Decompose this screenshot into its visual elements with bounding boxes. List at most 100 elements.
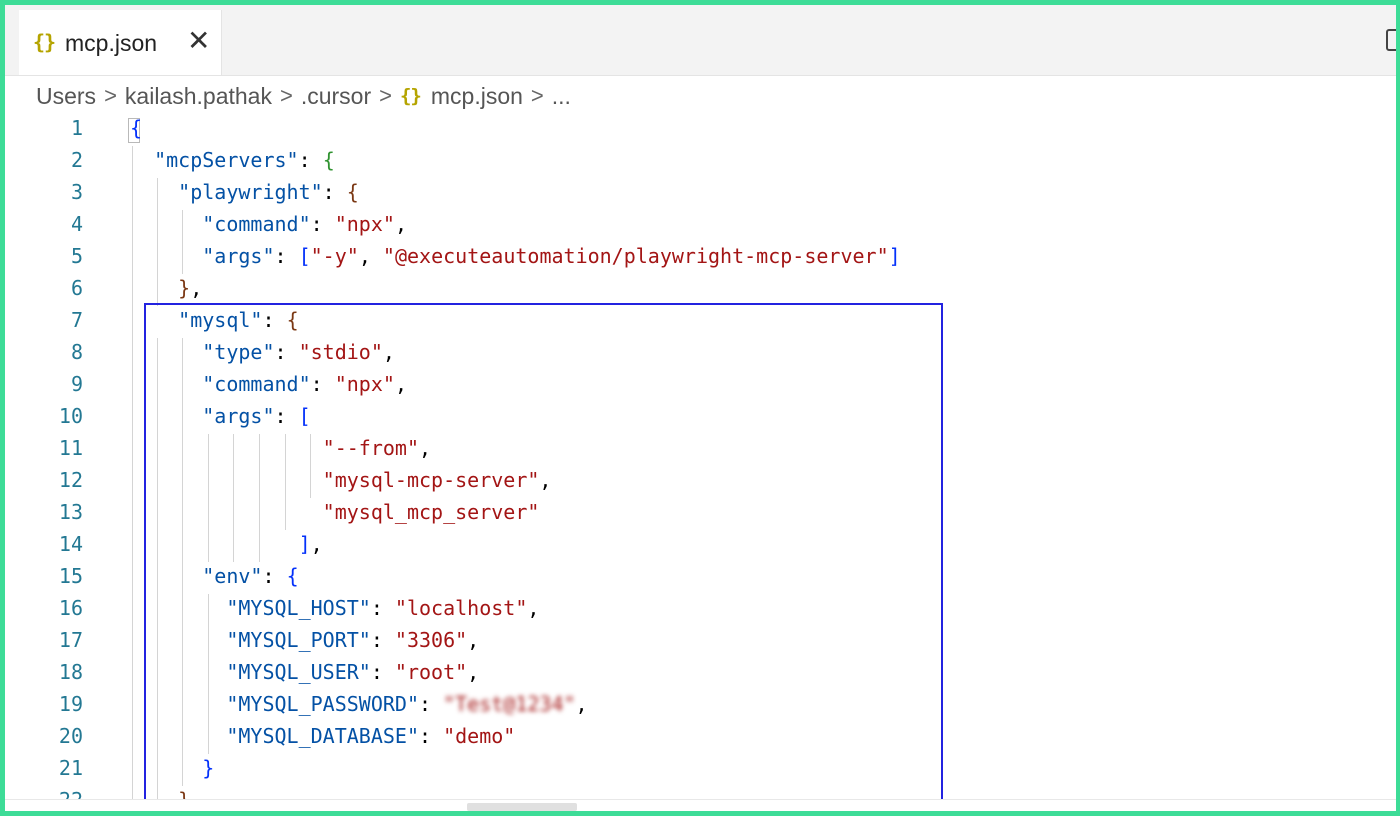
line-number: 12	[58, 468, 83, 492]
code-line: 8 "type": "stdio",	[5, 338, 1396, 370]
line-number: 3	[70, 180, 83, 204]
code-line: 17 "MYSQL_PORT": "3306",	[5, 626, 1396, 658]
line-number: 2	[70, 148, 83, 172]
code-text: "--from",	[322, 436, 432, 460]
indent-guide	[208, 434, 209, 562]
line-number: 10	[58, 404, 83, 428]
code-text: "args": ["-y", "@executeautomation/playw…	[202, 244, 901, 268]
indent-guide	[157, 178, 158, 306]
line-number: 13	[58, 500, 83, 524]
line-number: 15	[58, 564, 83, 588]
indent-guide	[182, 210, 183, 274]
horizontal-scrollbar[interactable]	[5, 799, 1396, 811]
code-text: "type": "stdio",	[202, 340, 395, 364]
line-number: 6	[70, 276, 83, 300]
scrollbar-thumb[interactable]	[467, 803, 577, 811]
redacted-password: "Test@1234"	[443, 692, 576, 716]
breadcrumb-item-users[interactable]: Users	[36, 82, 97, 109]
json-braces-icon: {}	[399, 85, 422, 107]
code-line: 2 "mcpServers": {	[5, 146, 1396, 178]
code-text: "command": "npx",	[202, 372, 407, 396]
tab-bar: {} mcp.json ✕	[5, 5, 1396, 76]
indent-guide	[208, 594, 209, 754]
line-number: 11	[58, 436, 83, 460]
breadcrumb-item-user[interactable]: kailash.pathak	[124, 82, 272, 109]
line-number: 17	[58, 628, 83, 652]
line-number: 4	[70, 212, 83, 236]
line-number: 22	[5, 788, 83, 799]
code-line: 13 "mysql_mcp_server"	[5, 498, 1396, 530]
split-editor-icon[interactable]	[1386, 29, 1396, 51]
code-text: "MYSQL_HOST": "localhost",	[226, 596, 540, 620]
code-text: }	[130, 788, 190, 799]
breadcrumb-item-ellipsis[interactable]: ...	[551, 82, 571, 109]
line-number: 8	[70, 340, 83, 364]
code-line: 1 {	[5, 114, 1396, 146]
code-text: "mysql-mcp-server",	[322, 468, 552, 492]
code-text: "command": "npx",	[202, 212, 407, 236]
code-line: 20 "MYSQL_DATABASE": "demo"	[5, 722, 1396, 754]
code-line: 19 "MYSQL_PASSWORD": "Test@1234",	[5, 690, 1396, 722]
chevron-right-icon: >	[530, 83, 544, 108]
line-number: 18	[58, 660, 83, 684]
code-line: 18 "MYSQL_USER": "root",	[5, 658, 1396, 690]
chevron-right-icon: >	[379, 83, 392, 108]
code-line: 5 "args": ["-y", "@executeautomation/pla…	[5, 242, 1396, 274]
close-icon[interactable]: ✕	[187, 25, 211, 56]
code-line: 9 "command": "npx",	[5, 370, 1396, 402]
breadcrumb-item-file[interactable]: mcp.json	[430, 82, 523, 109]
line-number: 16	[58, 596, 83, 620]
tab-mcp-json[interactable]: {} mcp.json ✕	[19, 10, 222, 75]
line-number: 14	[58, 532, 83, 556]
line-number: 20	[58, 724, 83, 748]
indent-guide	[259, 434, 260, 562]
code-editor[interactable]: 1 { 2 "mcpServers": { 3 "playwright": { …	[5, 114, 1396, 799]
bracket-match-highlight	[128, 118, 140, 143]
breadcrumb: Users > kailash.pathak > .cursor > {} mc…	[36, 81, 571, 111]
code-text: }	[202, 756, 215, 780]
indent-guide	[132, 146, 133, 799]
indent-guide	[233, 434, 234, 562]
code-line: 15 "env": {	[5, 562, 1396, 594]
code-line: 11 "--from",	[5, 434, 1396, 466]
line-number: 7	[70, 308, 83, 332]
code-line: 16 "MYSQL_HOST": "localhost",	[5, 594, 1396, 626]
line-number: 1	[70, 116, 83, 140]
code-line: 7 "mysql": {	[5, 306, 1396, 338]
chevron-right-icon: >	[104, 83, 117, 108]
json-braces-icon: {}	[33, 30, 56, 54]
code-text: "mysql_mcp_server"	[322, 500, 540, 524]
code-text: "MYSQL_PORT": "3306",	[226, 628, 480, 652]
code-text: "playwright": {	[178, 180, 359, 204]
code-text: "MYSQL_DATABASE": "demo"	[226, 724, 516, 748]
line-number: 21	[58, 756, 83, 780]
chevron-right-icon: >	[279, 83, 293, 108]
indent-guide	[157, 338, 158, 799]
code-text: "MYSQL_USER": "root",	[226, 660, 480, 684]
line-number: 5	[70, 244, 83, 268]
indent-guide	[310, 434, 311, 498]
code-line: 10 "args": [	[5, 402, 1396, 434]
code-text: "args": [	[202, 404, 311, 428]
code-text: {	[130, 116, 143, 140]
indent-guide	[182, 338, 183, 786]
code-text: ],	[298, 532, 323, 556]
code-text: },	[178, 276, 203, 300]
breadcrumb-item-cursor[interactable]: .cursor	[300, 82, 372, 109]
code-text: "MYSQL_PASSWORD": "Test@1234",	[226, 692, 588, 716]
code-line: 3 "playwright": {	[5, 178, 1396, 210]
code-text: "env": {	[202, 564, 299, 588]
code-line: 12 "mysql-mcp-server",	[5, 466, 1396, 498]
code-text: "mysql": {	[178, 308, 299, 332]
code-line: 4 "command": "npx",	[5, 210, 1396, 242]
code-text: "mcpServers": {	[154, 148, 335, 172]
indent-guide	[285, 434, 286, 530]
code-line: 22 }	[5, 786, 1396, 799]
code-line: 14 ],	[5, 530, 1396, 562]
code-line: 21 }	[5, 754, 1396, 786]
line-number: 19	[58, 692, 83, 716]
line-number: 9	[70, 372, 83, 396]
code-line: 6 },	[5, 274, 1396, 306]
annotation-highlight-box	[144, 303, 943, 806]
